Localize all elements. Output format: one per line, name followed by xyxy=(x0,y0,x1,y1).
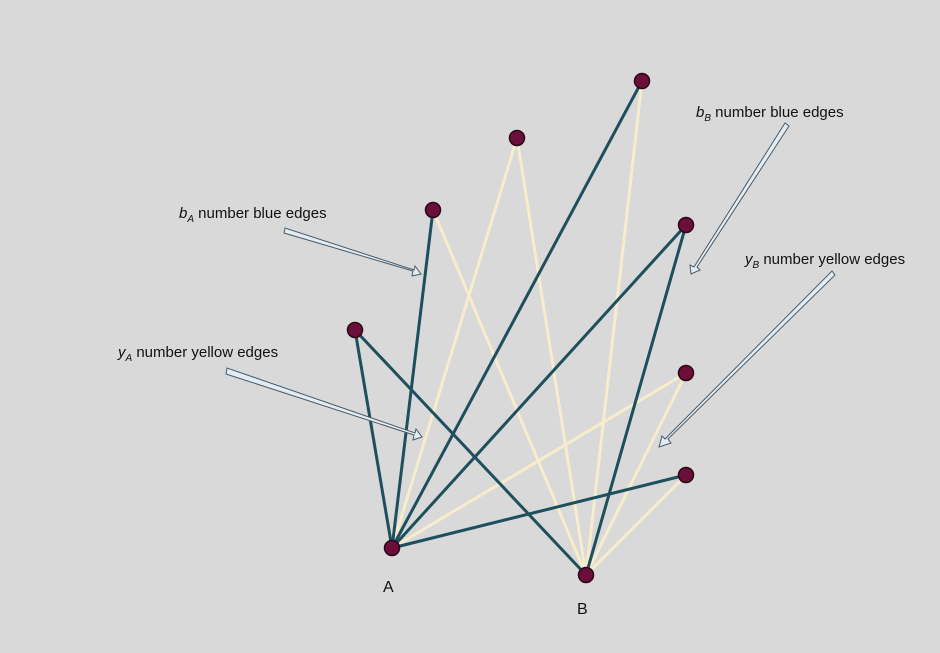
vertex xyxy=(633,72,651,90)
vertex xyxy=(508,129,526,147)
blue-edge xyxy=(390,209,435,549)
annotation-bB: bB number blue edges xyxy=(696,104,844,124)
blue-edge xyxy=(391,473,687,550)
vertex xyxy=(677,216,695,234)
blue-edge xyxy=(390,80,644,549)
annotation-yA: yA number yellow edges xyxy=(118,344,279,364)
vertices xyxy=(346,72,695,584)
annotation-bA: bA number blue edges xyxy=(179,205,327,225)
vertex-label-A: A xyxy=(383,579,394,596)
yellow-edge xyxy=(584,372,688,576)
arrow-yB xyxy=(658,270,836,448)
blue-edge xyxy=(584,224,688,576)
arrow-yA xyxy=(225,367,423,441)
annotation-yB: yB number yellow edges xyxy=(745,251,906,271)
vertex xyxy=(677,466,695,484)
callout-arrows xyxy=(225,122,836,448)
vertex-B xyxy=(577,566,595,584)
arrow-bB xyxy=(689,122,790,275)
arrow-bA xyxy=(283,227,422,277)
vertex-A xyxy=(383,539,401,557)
yellow-edge xyxy=(431,209,588,576)
vertex xyxy=(346,321,364,339)
blue-edge xyxy=(390,223,688,550)
yellow-edge xyxy=(584,473,688,577)
blue-edge xyxy=(353,329,394,549)
blue-edge xyxy=(353,328,588,577)
vertex-label-B: B xyxy=(577,601,588,618)
vertex xyxy=(677,364,695,382)
vertex xyxy=(424,201,442,219)
yellow-edge xyxy=(584,80,644,576)
yellow-edge xyxy=(390,137,519,549)
blue-edges xyxy=(353,80,688,577)
